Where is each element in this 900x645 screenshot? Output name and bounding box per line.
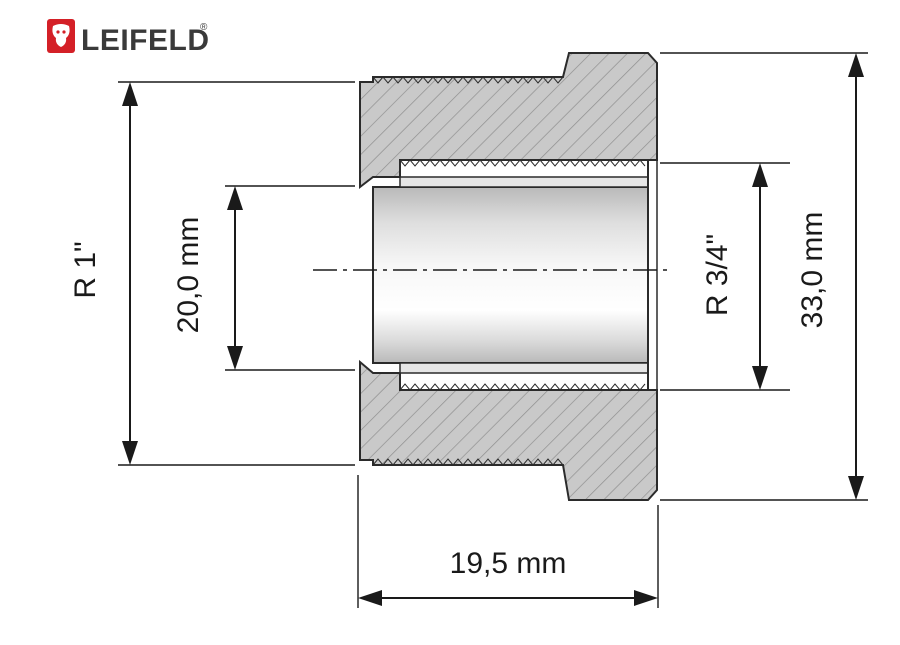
upper-wall-section xyxy=(359,52,658,190)
dimension-outer-thread-label: R 1" xyxy=(69,241,102,298)
thread-teeth xyxy=(372,76,646,466)
brand-logo: LEIFELD ® xyxy=(47,19,210,57)
lower-wall-section xyxy=(359,359,658,501)
brand-name: LEIFELD xyxy=(81,24,210,57)
dimension-hex-size-label: 33,0 mm xyxy=(796,212,829,329)
dimension-length-label: 19,5 mm xyxy=(450,547,567,580)
dimension-bore-diameter-label: 20,0 mm xyxy=(172,217,205,334)
dimension-inner-thread-label: R 3/4" xyxy=(701,234,734,316)
bore xyxy=(372,186,649,364)
dimension-lines xyxy=(122,53,864,606)
fitting-section xyxy=(313,52,672,501)
registered-mark: ® xyxy=(200,22,208,33)
extension-lines xyxy=(118,52,868,608)
